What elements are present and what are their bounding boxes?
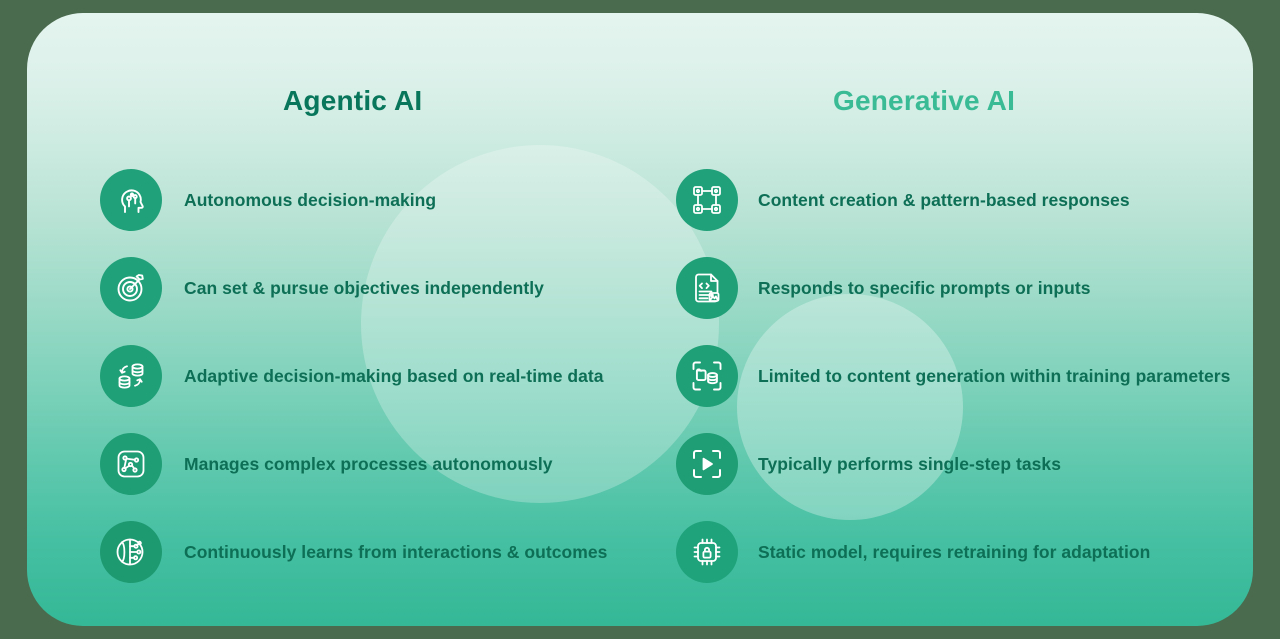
- target-arrow-icon: [100, 257, 162, 319]
- ai-head-circuit-icon: [100, 169, 162, 231]
- list-item: Typically performs single-step tasks: [676, 433, 1061, 495]
- brain-circuit-icon: [100, 521, 162, 583]
- frame-play-icon: [676, 433, 738, 495]
- list-item-label: Limited to content generation within tra…: [758, 365, 1231, 386]
- node-graph-icon: [676, 169, 738, 231]
- list-item-label: Adaptive decision-making based on real-t…: [184, 365, 604, 386]
- list-item: Manages complex processes autonomously: [100, 433, 553, 495]
- comparison-card: Agentic AI Generative AI Autonomous deci…: [27, 13, 1253, 626]
- list-item: Static model, requires retraining for ad…: [676, 521, 1150, 583]
- list-item-label: Continuously learns from interactions & …: [184, 541, 608, 562]
- column-title-generative-ai: Generative AI: [833, 85, 1016, 116]
- frame-database-icon: [676, 345, 738, 407]
- database-sync-icon: [100, 345, 162, 407]
- list-item: Continuously learns from interactions & …: [100, 521, 607, 583]
- chip-network-icon: [100, 433, 162, 495]
- column-title-agentic-ai: Agentic AI: [283, 85, 423, 116]
- list-item-label: Static model, requires retraining for ad…: [758, 541, 1151, 562]
- list-item: Autonomous decision-making: [100, 169, 436, 231]
- list-item-label: Typically performs single-step tasks: [758, 453, 1061, 474]
- list-item: Can set & pursue objectives independentl…: [100, 257, 544, 319]
- list-item-label: Responds to specific prompts or inputs: [758, 277, 1091, 298]
- list-item-label: Content creation & pattern-based respons…: [758, 189, 1130, 210]
- list-item-label: Can set & pursue objectives independentl…: [184, 277, 544, 298]
- list-item: Limited to content generation within tra…: [676, 345, 1230, 407]
- list-item-label: Manages complex processes autonomously: [184, 453, 553, 474]
- list-item-label: Autonomous decision-making: [184, 189, 437, 210]
- code-document-icon: [676, 257, 738, 319]
- chip-lock-icon: [676, 521, 738, 583]
- list-item: Content creation & pattern-based respons…: [676, 169, 1130, 231]
- list-item: Adaptive decision-making based on real-t…: [100, 345, 604, 407]
- list-item: Responds to specific prompts or inputs: [676, 257, 1091, 319]
